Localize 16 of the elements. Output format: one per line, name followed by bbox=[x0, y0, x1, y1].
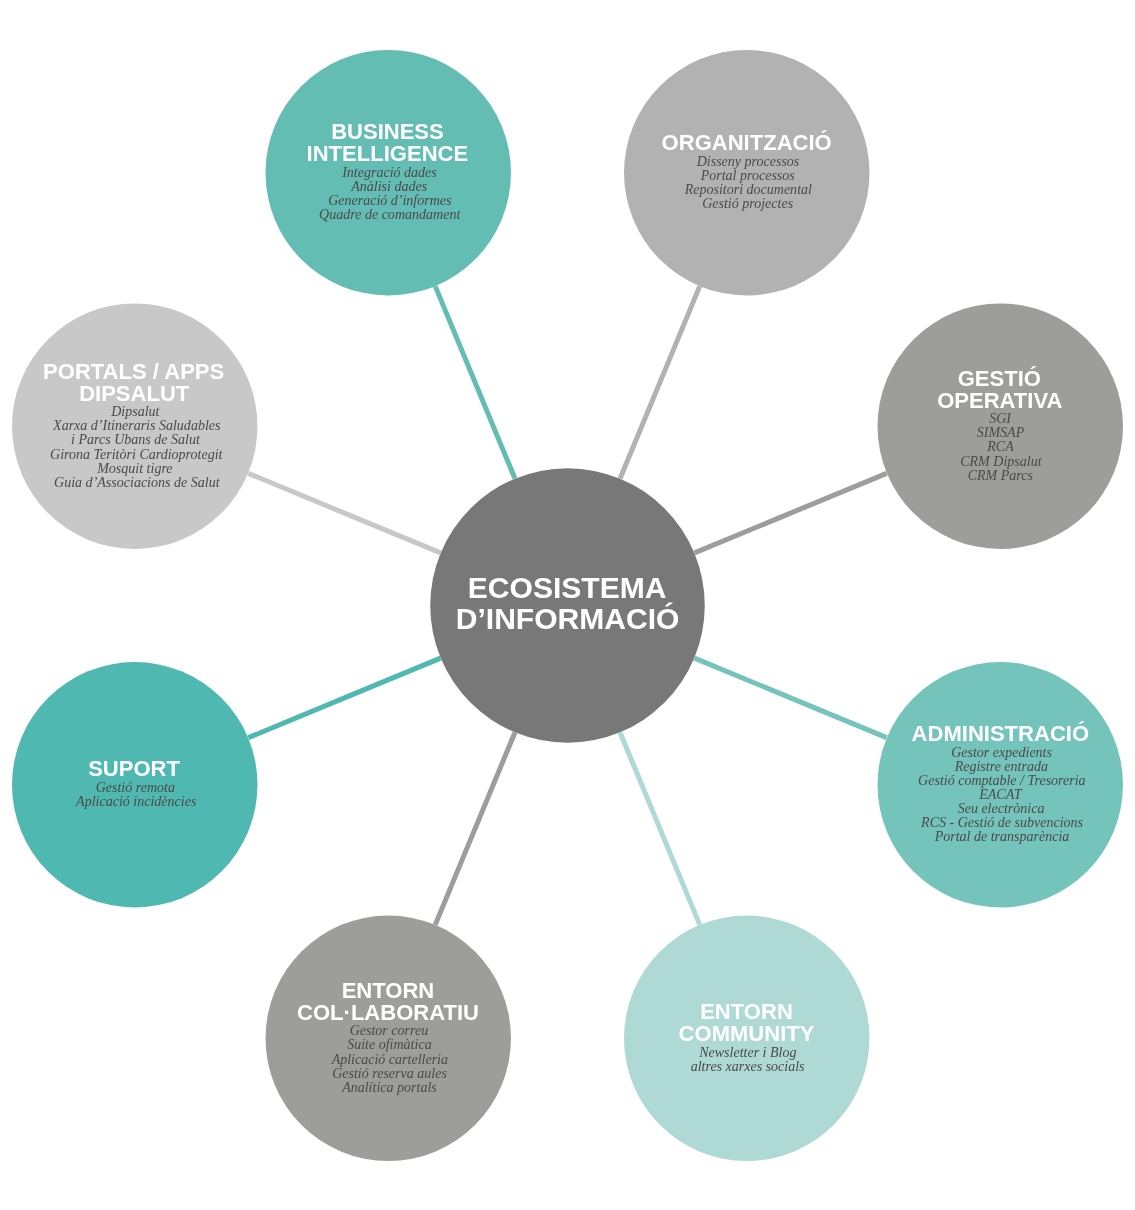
connector bbox=[617, 730, 702, 926]
node-circle: ORGANITZACIÓ Disseny processos Portal processos Repositori documental Gestió projectes bbox=[624, 49, 870, 295]
node-circle: SUPORT Gestió remota Aplicació incidències bbox=[12, 661, 258, 907]
node-circle: ENTORN COMMUNITY Newsletter i Blog altres xarxes socials bbox=[624, 915, 870, 1161]
connector bbox=[693, 470, 888, 555]
node-circle: BUSINESS INTELLIGENCE Integració dades Anàlisi dades Generació d’informes Quadre de comandament bbox=[265, 49, 511, 295]
node-circle: ENTORN COL·LABORATIU Gestor correu Suite ofimàtica Aplicació cartelleria Gestió reserva aules Analítica portals bbox=[265, 915, 511, 1161]
node-circle: GESTIÓ OPERATIVA SGI SIMSAP RCA CRM Dipsalut CRM Parcs bbox=[877, 303, 1123, 549]
connector bbox=[617, 284, 702, 480]
connector bbox=[247, 470, 442, 555]
connector bbox=[247, 655, 442, 740]
connector bbox=[433, 730, 518, 926]
node-circle: ADMINISTRACIÓ Gestor expedients Registre entrada Gestió comptable / Tresoreria EACAT Seu electrònica RCS - Gestió de subvencions Portal de transparència bbox=[877, 661, 1123, 907]
connector bbox=[433, 284, 518, 480]
connector bbox=[693, 655, 888, 740]
node-circle: ECOSISTEMA D’INFORMACIÓ bbox=[430, 467, 705, 743]
